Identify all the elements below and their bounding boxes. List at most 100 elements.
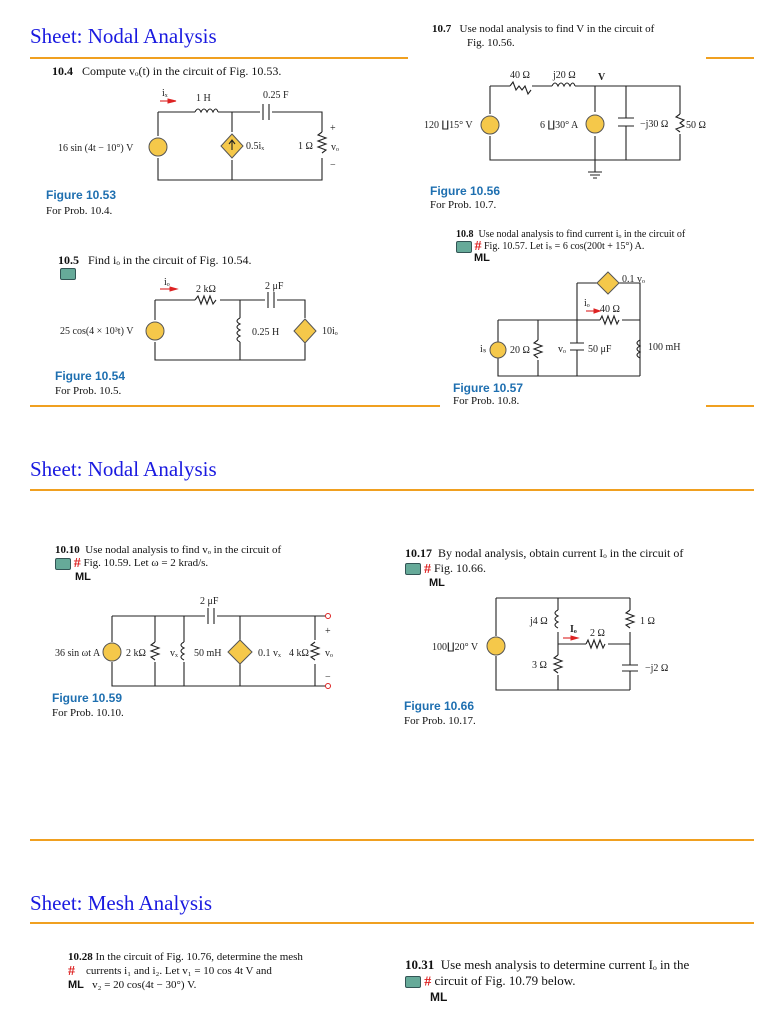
svg-text:iₓ: iₓ [162, 88, 168, 99]
problem-10-28-line2: # currents i₁ and i₂. Let v₁ = 10 cos 4t… [68, 964, 272, 979]
grid-icon: # [68, 964, 75, 979]
svg-text:V: V [598, 72, 606, 83]
svg-text:Iₒ: Iₒ [570, 624, 577, 635]
problem-10-17: 10.17 By nodal analysis, obtain current … [405, 546, 684, 560]
sheet-title-3: Sheet: Mesh Analysis [30, 891, 212, 915]
problem-10-7: 10.7 Use nodal analysis to find V in the… [432, 23, 655, 35]
svg-text:vₒ: vₒ [325, 648, 333, 659]
svg-text:2 Ω: 2 Ω [590, 628, 605, 639]
problem-10-31-line2: # circuit of Fig. 10.79 below. [405, 973, 576, 990]
svg-text:vₓ: vₓ [170, 648, 178, 659]
svg-text:50 mH: 50 mH [194, 648, 222, 659]
grid-icon: # [73, 556, 81, 571]
svg-text:2 kΩ: 2 kΩ [126, 648, 146, 659]
problem-10-7-line2: Fig. 10.56. [467, 37, 515, 49]
section-rule [30, 839, 754, 841]
svg-text:+: + [330, 123, 336, 134]
grid-icon: # [424, 974, 432, 990]
section-rule [30, 489, 754, 491]
svg-text:16 sin (4t − 10°) V: 16 sin (4t − 10°) V [58, 143, 134, 154]
section-rule [706, 405, 754, 407]
svg-text:iₛ: iₛ [480, 344, 487, 355]
problem-10-10: 10.10 Use nodal analysis to find vₒ in t… [55, 544, 282, 556]
ml-badge: ML [430, 990, 448, 1004]
svg-text:0.5iₓ: 0.5iₓ [246, 141, 264, 152]
svg-text:vₒ: vₒ [558, 344, 566, 355]
svg-text:+: + [325, 626, 331, 637]
computer-icon [55, 557, 71, 570]
svg-text:1 Ω: 1 Ω [298, 141, 313, 152]
svg-text:100∐20° V: 100∐20° V [432, 642, 479, 653]
svg-text:−j2 Ω: −j2 Ω [645, 663, 668, 674]
problem-10-8: 10.8 Use nodal analysis to find current … [456, 229, 686, 240]
problem-10-28-line3: ML v₂ = 20 cos(4t − 30°) V. [68, 979, 197, 991]
figure-label-10-66: Figure 10.66 [404, 699, 475, 713]
problem-10-5: 10.5 Find iₒ in the circuit of Fig. 10.5… [58, 253, 252, 267]
svg-text:iₒ: iₒ [164, 277, 170, 288]
svg-text:100 mH: 100 mH [648, 342, 681, 353]
svg-text:vₒ: vₒ [331, 142, 339, 153]
computer-icon [405, 563, 421, 576]
computer-icon [456, 240, 472, 253]
svg-text:6 ∐30° A: 6 ∐30° A [540, 120, 579, 131]
figure-caption-10-54: For Prob. 10.5. [55, 385, 122, 397]
svg-text:0.1 vₒ: 0.1 vₒ [622, 274, 645, 285]
svg-text:36 sin ωt A: 36 sin ωt A [55, 648, 101, 659]
ml-badge: ML [474, 252, 490, 264]
svg-text:−j30 Ω: −j30 Ω [640, 119, 668, 130]
section-rule [30, 405, 440, 407]
svg-text:2 kΩ: 2 kΩ [196, 284, 216, 295]
computer-icon [405, 976, 421, 989]
figure-label-10-59: Figure 10.59 [52, 691, 123, 705]
sheet-title-2: Sheet: Nodal Analysis [30, 457, 217, 481]
figure-caption-10-53: For Prob. 10.4. [46, 205, 113, 217]
svg-text:50 Ω: 50 Ω [686, 120, 706, 131]
svg-text:2 μF: 2 μF [200, 596, 219, 607]
svg-text:0.25 F: 0.25 F [263, 90, 289, 101]
svg-text:120 ∐15° V: 120 ∐15° V [424, 120, 473, 131]
figure-label-10-53: Figure 10.53 [46, 188, 117, 202]
problem-10-4: 10.4 Compute vₒ(t) in the circuit of Fig… [52, 64, 282, 78]
svg-text:1 H: 1 H [196, 93, 211, 104]
svg-text:40 Ω: 40 Ω [510, 70, 530, 81]
problem-10-10-line2: # Fig. 10.59. Let ω = 2 krad/s. [55, 556, 208, 571]
figure-caption-10-56: For Prob. 10.7. [430, 199, 497, 211]
svg-text:j4 Ω: j4 Ω [529, 616, 548, 627]
section-rule [30, 57, 408, 59]
ml-badge: ML [429, 577, 445, 589]
svg-text:j20 Ω: j20 Ω [552, 70, 576, 81]
svg-text:−: − [330, 160, 336, 171]
problem-10-17-line2: # Fig. 10.66. [405, 561, 486, 577]
figure-caption-10-57: For Prob. 10.8. [453, 395, 520, 407]
grid-icon: # [474, 239, 482, 255]
svg-text:20 Ω: 20 Ω [510, 345, 530, 356]
figure-label-10-54: Figure 10.54 [55, 369, 126, 383]
problem-10-8-line2: # Fig. 10.57. Let iₛ = 6 cos(200t + 15°)… [456, 239, 644, 254]
ml-badge: ML [75, 571, 91, 583]
computer-icon [60, 268, 76, 280]
sheet-title-1: Sheet: Nodal Analysis [30, 24, 217, 48]
problem-10-28: 10.28 In the circuit of Fig. 10.76, dete… [68, 951, 303, 963]
svg-text:0.25 H: 0.25 H [252, 327, 279, 338]
svg-text:4 kΩ: 4 kΩ [289, 648, 309, 659]
svg-text:0.1 vₓ: 0.1 vₓ [258, 648, 281, 659]
problem-10-31: 10.31 Use mesh analysis to determine cur… [405, 957, 690, 972]
svg-text:10iₒ: 10iₒ [322, 326, 338, 337]
svg-text:3 Ω: 3 Ω [532, 660, 547, 671]
grid-icon: # [424, 561, 431, 577]
svg-text:1 Ω: 1 Ω [640, 616, 655, 627]
svg-text:2 μF: 2 μF [265, 281, 284, 292]
section-rule [30, 922, 754, 924]
svg-text:50 μF: 50 μF [588, 344, 612, 355]
svg-text:25 cos(4 × 10³t) V: 25 cos(4 × 10³t) V [60, 326, 134, 337]
figure-label-10-57: Figure 10.57 [453, 381, 524, 395]
svg-text:−: − [325, 672, 331, 683]
figure-caption-10-66: For Prob. 10.17. [404, 715, 476, 727]
figure-label-10-56: Figure 10.56 [430, 184, 501, 198]
